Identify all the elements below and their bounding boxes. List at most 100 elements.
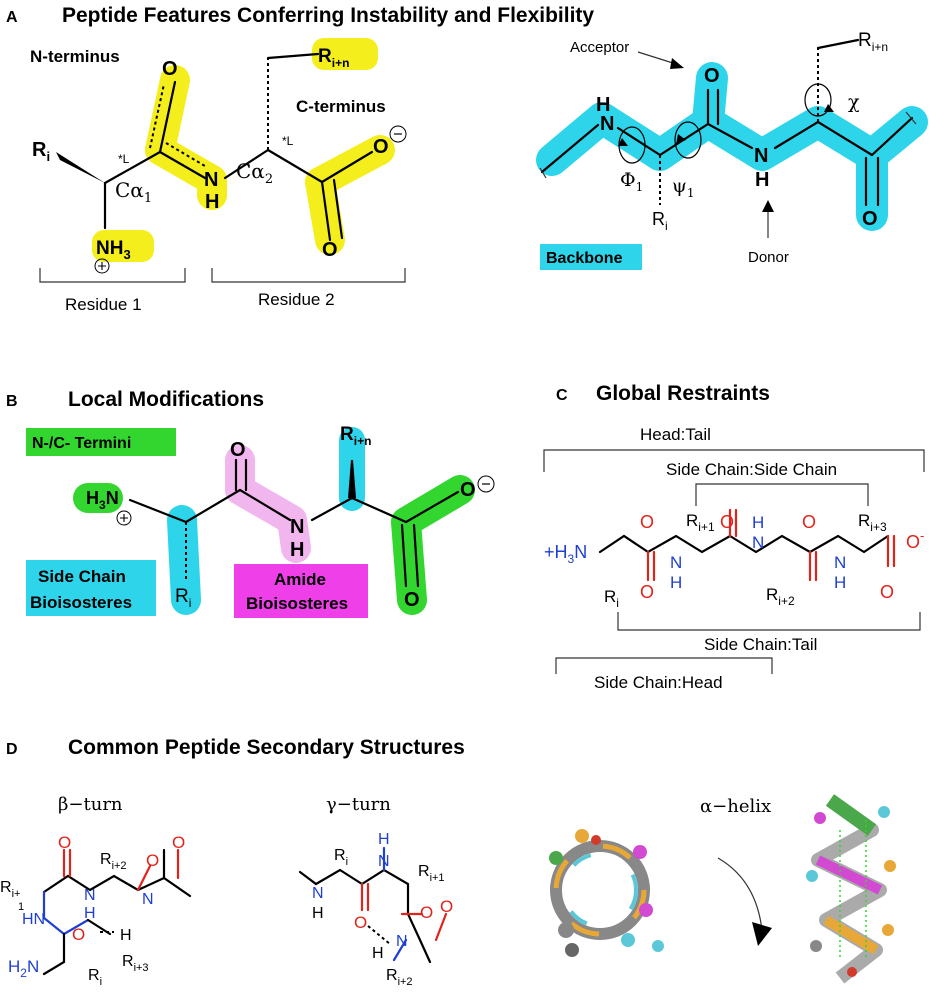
atom-gamma-n3: N	[396, 933, 408, 950]
label-amide-1: Amide	[274, 570, 326, 589]
label-nh3: NH3	[96, 238, 131, 262]
bond-beta-co	[62, 848, 180, 892]
helix-ring-orange	[553, 843, 647, 937]
arrowhead-helix	[752, 922, 772, 946]
charge-plus-b-sign	[120, 514, 128, 522]
panel-a-title: Peptide Features Conferring Instability …	[62, 4, 594, 27]
atom-n: N	[204, 169, 218, 191]
arrowhead-acceptor	[670, 58, 684, 69]
bond-b-co2	[400, 523, 420, 588]
atom-gamma-o1: O	[354, 913, 367, 932]
bracket-side-tail	[617, 612, 921, 631]
bond-side-r	[266, 52, 320, 60]
label-chi: χ	[848, 91, 860, 113]
atom-c-h1: H	[670, 573, 682, 592]
badge-backbone	[540, 244, 642, 270]
arrow-helix-curve	[717, 857, 763, 931]
panel-b-title: Local Modifications	[68, 388, 264, 411]
label-r-i-c: Ri	[604, 587, 619, 610]
label-beta-ri1: Ri+	[0, 879, 20, 900]
bond-b-5	[350, 496, 408, 524]
bond-c1-o1-dash	[149, 83, 165, 149]
wedge-rin-b	[348, 460, 356, 498]
helix-ribbon-magenta	[815, 855, 883, 895]
label-beta-ri1-sub2: 1	[18, 901, 24, 913]
label-beta-ri: Ri	[88, 967, 102, 988]
helix-ribbon-green	[825, 794, 877, 836]
highlight-nh3	[92, 230, 154, 262]
bond-ca1-c1	[103, 150, 162, 185]
bond-c1-n	[158, 150, 207, 180]
atom-c-o1: O	[640, 512, 654, 532]
atom-beta-h1: H	[84, 905, 96, 922]
bond-n-ca2	[223, 148, 270, 180]
helix-side-atom	[882, 924, 894, 936]
atom-b-o1: O	[230, 439, 246, 461]
atom-beta-o4: O	[72, 925, 85, 944]
bracket-side-head	[555, 657, 773, 674]
bond-b-1	[128, 498, 188, 524]
label-r-i3-c: Ri+3	[858, 511, 887, 534]
panel-a-letter: A	[6, 9, 18, 26]
atom-gamma-o2: O	[420, 903, 433, 922]
panel-c-letter: C	[556, 387, 568, 404]
hbond-gamma	[367, 925, 391, 945]
bond-c-backbone	[598, 534, 890, 554]
alpha-helix-top-view	[549, 829, 664, 957]
bond-b-2	[184, 488, 242, 524]
bond-b-co	[234, 458, 248, 492]
rotation-psi	[674, 121, 702, 159]
atom-gamma-o3: O	[440, 897, 453, 916]
bond-c1-n-dash	[165, 142, 206, 167]
helix-side-atom	[806, 870, 818, 882]
atom-b-n: N	[290, 516, 304, 538]
atom-bb-n1: N	[600, 113, 614, 135]
atom-bb-h1: H	[596, 94, 610, 116]
label-alpha-helix: α−helix	[700, 796, 771, 817]
atom-beta-n1: N	[84, 887, 96, 904]
label-backbone: Backbone	[546, 250, 623, 267]
bond-b-6	[404, 490, 460, 524]
label-ri-b2: Ri	[175, 586, 191, 610]
label-beta-ri3: Ri+3	[122, 953, 149, 974]
atom-c-n3: N	[834, 553, 846, 572]
helix-atom	[575, 829, 589, 843]
label-r-i2-c: Ri+2	[766, 585, 795, 608]
helix-ring-cyan	[562, 852, 638, 928]
wedge-ri	[56, 152, 105, 183]
label-gamma-turn: γ−turn	[326, 794, 391, 815]
atom-beta-o1: O	[58, 833, 71, 852]
bracket-side-side	[695, 483, 869, 506]
label-residue-2: Residue 2	[258, 290, 335, 309]
helix-side-atom	[810, 940, 822, 952]
atom-beta-o2: O	[146, 851, 159, 870]
badge-side-chain	[26, 560, 156, 616]
bond-bb-carbonyl	[706, 88, 720, 126]
atom-bb-n2: N	[754, 145, 768, 167]
atom-h: H	[205, 191, 219, 213]
bond-c2-o2	[320, 180, 332, 242]
bond-beta-top	[42, 848, 192, 898]
alpha-helix-side-view	[806, 794, 896, 984]
helix-side-atom	[878, 806, 890, 818]
label-star-l-2: *L	[282, 134, 294, 148]
atom-o-minus: O	[373, 136, 389, 158]
atom-b-o2: O	[404, 589, 420, 611]
label-side-chain-1: Side Chain	[38, 567, 126, 586]
bond-bb-7	[870, 116, 914, 157]
atom-gamma-h3: H	[372, 945, 384, 962]
bond-b-4	[310, 496, 354, 522]
label-residue-1: Residue 1	[65, 295, 142, 314]
label-side-head: Side Chain:Head	[594, 673, 723, 692]
atom-gamma-h1: H	[312, 905, 324, 922]
atom-c-h2: H	[752, 513, 764, 532]
helix-side-atom	[814, 812, 826, 824]
helix-ring	[550, 840, 650, 940]
arrow-acceptor	[637, 51, 677, 65]
bond-bb-5	[773, 120, 820, 150]
panel-b: B Local Modifications N-/C- Termini O N …	[6, 388, 495, 618]
bond-bb-carbonyl-2	[864, 156, 880, 207]
bond-bb-6	[816, 120, 874, 157]
helix-atom	[558, 922, 574, 938]
label-beta-turn: β−turn	[58, 794, 123, 815]
